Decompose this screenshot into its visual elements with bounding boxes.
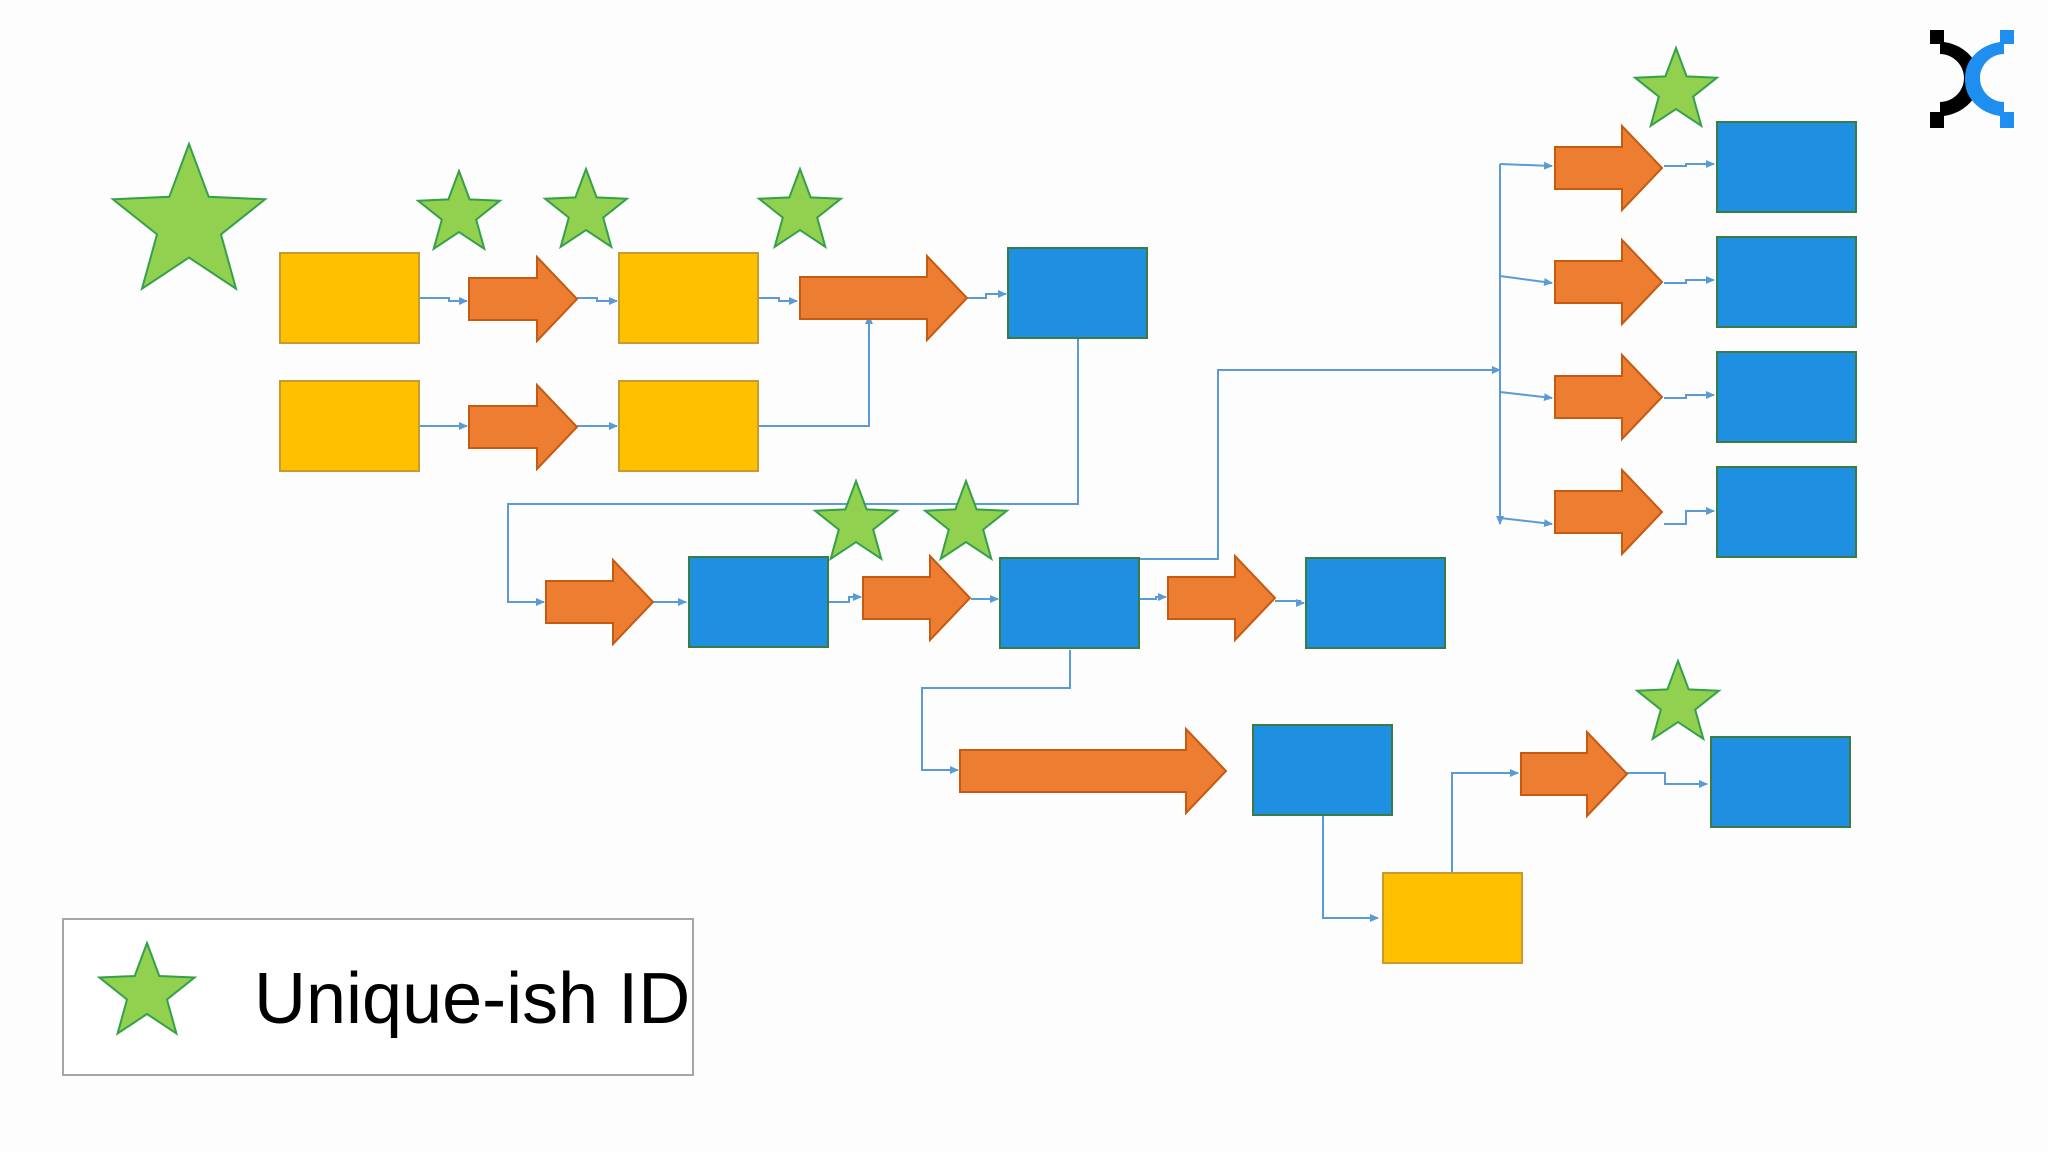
process-arrow [799,253,969,343]
connector-line [829,593,862,603]
gear-left-half [1930,30,1979,128]
connector-line [1140,593,1167,601]
id-star-icon [110,141,268,292]
source-box [279,252,420,344]
connector-line [1664,391,1715,399]
process-arrow [1554,467,1664,557]
connector-line [1499,391,1553,402]
connector-line [577,297,618,305]
star-icon [96,940,198,1036]
id-star-icon [922,478,1010,562]
output-box [688,556,829,648]
legend: Unique-ish ID [62,918,694,1076]
connector-line [759,315,873,427]
connector-line [507,338,1079,606]
process-arrow [1520,729,1629,819]
output-box [1716,466,1857,558]
connector-line [1664,276,1715,284]
output-box [1305,557,1446,649]
connector-line [1499,275,1553,286]
connector-line [921,650,1071,774]
connector-line [1664,160,1715,168]
connector-line [1664,507,1715,525]
source-box [1382,872,1523,964]
process-arrow [1167,553,1277,643]
connector-line [1499,517,1553,528]
connector-line [1499,161,1553,170]
output-box [999,557,1140,649]
source-box [618,252,759,344]
connector-line [1625,772,1708,788]
process-arrow [862,553,972,643]
process-arrow [468,382,579,472]
id-star-icon [1634,658,1722,742]
process-arrow [1554,237,1664,327]
id-star-icon [415,168,503,252]
connector-line [759,297,798,305]
id-star-icon [1632,45,1720,129]
gear-right-half [1965,30,2014,128]
process-arrow [1554,123,1664,213]
process-arrow [468,254,579,344]
source-box [618,380,759,472]
output-box [1716,121,1857,213]
output-box [1716,236,1857,328]
connector-line [1451,769,1519,872]
id-star-icon [756,166,844,250]
output-box [1252,724,1393,816]
connector-line [419,297,468,305]
process-arrow [959,726,1228,816]
connector-line [1120,366,1501,560]
connector-line [1275,599,1305,607]
output-box [1710,736,1851,828]
legend-label: Unique-ish ID [254,959,691,1039]
source-box [279,380,420,472]
process-arrow [1554,352,1664,442]
output-box [1716,351,1857,443]
connector-line [1322,814,1379,922]
id-star-icon [542,166,630,250]
connector-line [964,290,1007,299]
process-arrow [545,557,655,647]
id-star-icon [812,478,900,562]
gear-logo-icon [1930,30,2014,128]
output-box [1007,247,1148,339]
